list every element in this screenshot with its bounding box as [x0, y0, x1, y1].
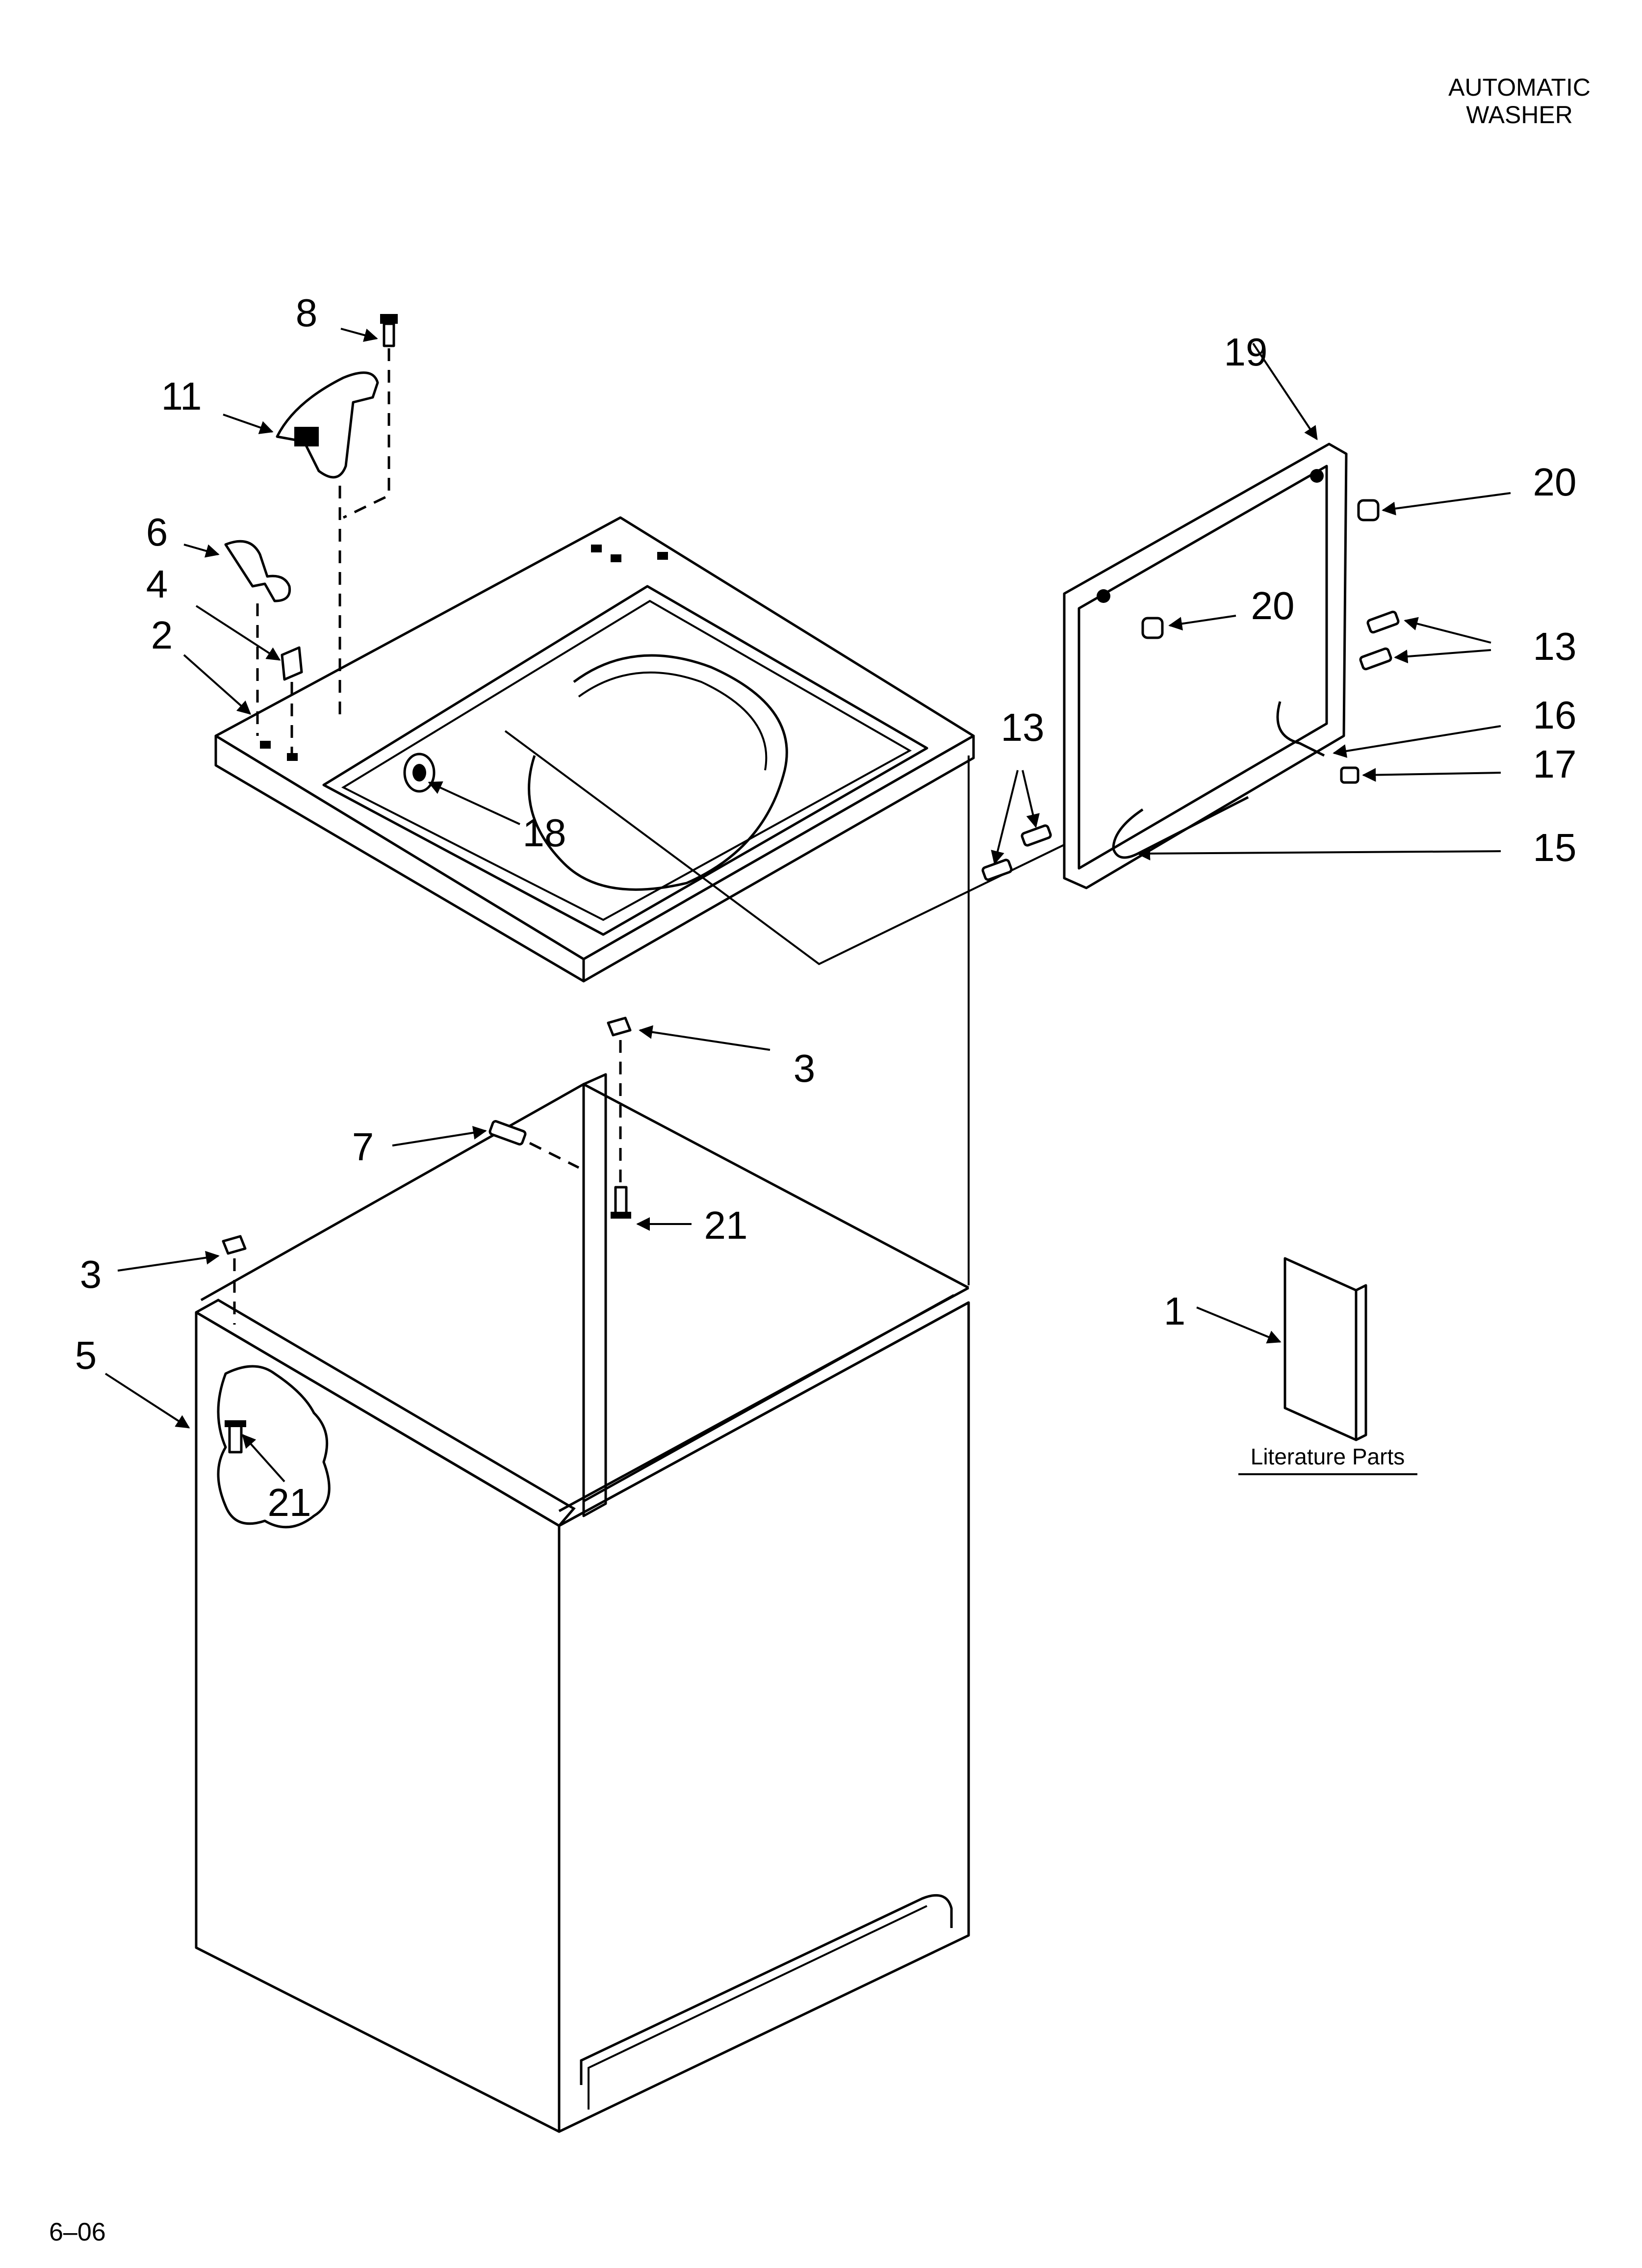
callout-19: 19 — [1224, 330, 1268, 374]
cabinet-cutaway — [217, 1365, 331, 1529]
cabinet-toe-kick — [580, 1894, 953, 2085]
callout-7: 7 — [352, 1125, 374, 1169]
mount-hole — [591, 545, 602, 552]
part-7-screw — [488, 1120, 527, 1146]
tub-ring — [528, 654, 788, 891]
callout-1: 1 — [1164, 1289, 1186, 1333]
callout-15: 15 — [1533, 826, 1577, 869]
lid-switch-body — [276, 371, 379, 479]
cabinet-top-rim-left — [195, 1299, 576, 1527]
part-3-clip-lower — [222, 1235, 247, 1255]
lid-opening-inner — [341, 600, 912, 921]
cabinet-front — [558, 1301, 970, 2133]
screw-21-cutaway — [225, 1420, 246, 1454]
mount-hole — [287, 753, 298, 761]
callout-4: 4 — [146, 562, 168, 606]
callout-20-right: 20 — [1533, 460, 1577, 504]
callout-20-left: 20 — [1251, 584, 1295, 627]
lid-switch — [276, 371, 379, 479]
callout-13-right: 13 — [1533, 625, 1577, 668]
callout-17: 17 — [1533, 742, 1577, 786]
part-4-bracket — [281, 646, 303, 681]
callout-16: 16 — [1533, 693, 1577, 737]
callout-6: 6 — [146, 510, 168, 554]
part-20-knob-b — [1141, 617, 1164, 639]
callout-21-lower: 21 — [268, 1481, 311, 1524]
console-hole — [1097, 589, 1110, 603]
cabinet — [195, 1073, 970, 2133]
tub-ring-inner — [578, 671, 768, 771]
callout-18: 18 — [523, 811, 566, 855]
callout-3-lower: 3 — [80, 1252, 102, 1296]
console-hole — [1310, 469, 1324, 483]
part-6-clip — [224, 540, 291, 602]
part-17-plug — [1340, 766, 1360, 784]
literature-booklet — [1283, 1257, 1367, 1441]
cabinet-toe-kick-inner — [588, 1905, 927, 2110]
header-line-1: AUTOMATIC — [1448, 74, 1591, 101]
console-frame — [1063, 443, 1348, 889]
callout-13-left: 13 — [1001, 705, 1045, 749]
callout-labels: 8 11 6 4 2 18 3 7 21 3 5 21 1 19 20 20 1… — [75, 291, 1577, 1524]
part-15-wire — [1112, 796, 1249, 859]
part-7-guide — [529, 1142, 580, 1169]
header-line-2: WASHER — [1466, 101, 1573, 129]
part-13-screw-left — [981, 824, 1052, 881]
part-3-clip-upper — [607, 1017, 632, 1037]
cabinet-top — [214, 516, 975, 983]
callout-3-upper: 3 — [794, 1046, 816, 1090]
screw-8 — [380, 314, 398, 347]
mount-hole — [260, 741, 271, 749]
part-13-screw-right — [1359, 610, 1400, 671]
cabinet-rear-post — [582, 1073, 607, 1517]
date-code: 6–06 — [49, 2218, 106, 2246]
console-inner — [1078, 465, 1328, 870]
part-20-knob-a — [1357, 499, 1380, 521]
header-title: AUTOMATIC WASHER — [1448, 74, 1591, 129]
part-16-harness — [1276, 701, 1325, 757]
callout-11: 11 — [161, 374, 202, 418]
callout-21-upper: 21 — [704, 1203, 748, 1247]
part-21-screw-upper — [611, 1186, 631, 1219]
mount-hole — [611, 554, 621, 562]
screw-8-guide — [342, 348, 390, 519]
leader-arrows — [104, 328, 1511, 1483]
lid-switch-terminal — [294, 427, 319, 446]
callout-2: 2 — [151, 613, 173, 657]
top-right-edge — [582, 734, 975, 983]
mount-hole — [657, 552, 668, 560]
part-18-knob — [403, 753, 436, 793]
callout-8: 8 — [296, 291, 318, 335]
callout-5: 5 — [75, 1333, 97, 1377]
literature-caption: Literature Parts — [1251, 1444, 1405, 1469]
